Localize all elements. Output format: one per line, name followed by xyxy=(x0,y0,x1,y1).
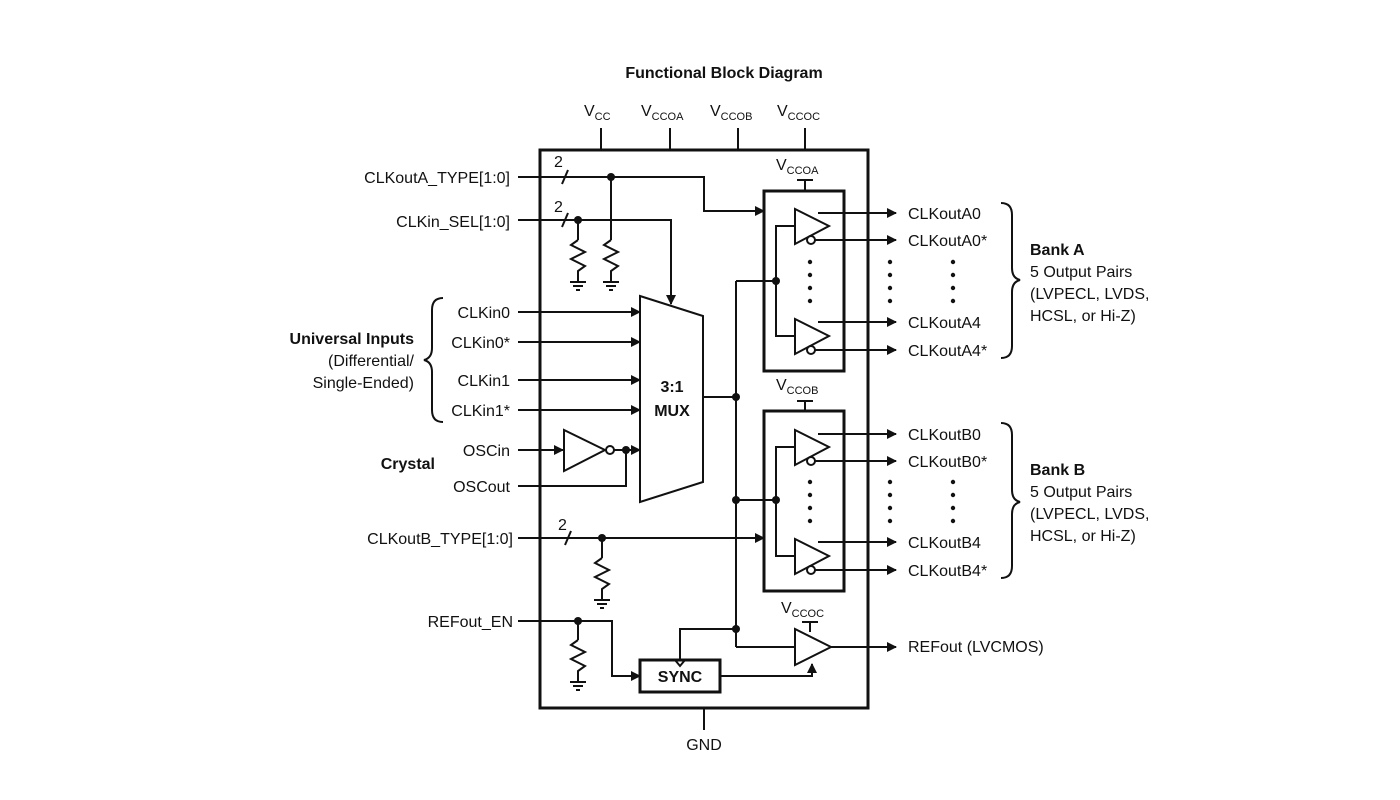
clkout-a0-label: CLKoutA0 xyxy=(908,206,981,223)
bus-slash-sel xyxy=(561,212,569,228)
bank-a-buffer-0-bubble xyxy=(806,235,816,245)
bank-b-supply-label: VCCOB xyxy=(776,377,818,397)
bank-b-title: Bank B xyxy=(1030,462,1085,479)
sync-label: SYNC xyxy=(658,669,703,686)
junction-trunk-mux xyxy=(732,393,740,401)
clkin0-label: CLKin0 xyxy=(458,305,511,322)
gnd-label: GND xyxy=(686,737,722,754)
clkin-sel-wire xyxy=(518,219,676,305)
bank-a-supply-tee xyxy=(797,179,813,191)
clkout-a4-label: CLKoutA4 xyxy=(908,315,981,332)
clkout-b4-label: CLKoutB4 xyxy=(908,535,981,552)
bank-a-brace xyxy=(1000,202,1021,359)
junction-trunk-b xyxy=(732,496,740,504)
bus-slash-b xyxy=(564,530,572,546)
clkin-sel-label: CLKin_SEL[1:0] xyxy=(396,214,510,231)
refout-supply-label: VCCOC xyxy=(781,600,824,620)
refout-buffer xyxy=(794,627,834,667)
trunk-to-sync-wire xyxy=(679,628,736,660)
bank-b-line3: HCSL, or Hi-Z) xyxy=(1030,528,1136,545)
sync-clock-input xyxy=(674,659,686,668)
bank-b-buffer-0-bubble xyxy=(806,456,816,466)
bank-a-buffer-4 xyxy=(794,317,832,356)
bus-slash-a xyxy=(561,169,569,185)
clkin1-label: CLKin1 xyxy=(458,373,511,390)
clkin1-n-label: CLKin1* xyxy=(451,403,510,420)
clkout-a0-n-label: CLKoutA0* xyxy=(908,233,987,250)
bank-a-internal-wire xyxy=(775,225,795,337)
clkout-b4-n-label: CLKoutB4* xyxy=(908,563,987,580)
bank-b-ellipsis xyxy=(807,479,813,524)
diagram-title: Functional Block Diagram xyxy=(625,65,822,82)
universal-inputs-brace xyxy=(423,297,444,423)
bank-a-supply-label: VCCOA xyxy=(776,157,819,177)
refout-en-label: REFout_EN xyxy=(428,614,513,631)
bank-a-output-ellipsis xyxy=(887,259,956,304)
vccoa-label: VCCOA xyxy=(641,103,684,123)
pulldown-resistor-b-type xyxy=(592,557,612,609)
vcc-label: VCC xyxy=(584,103,611,123)
bus-width-sel: 2 xyxy=(554,199,563,216)
clkout-b0-n-label: CLKoutB0* xyxy=(908,454,987,471)
mux-3-1 xyxy=(639,294,704,504)
universal-inputs-line3: Single-Ended) xyxy=(313,375,414,392)
bank-a-line1: 5 Output Pairs xyxy=(1030,264,1132,281)
oscout-wire xyxy=(518,450,627,487)
universal-inputs-line2: (Differential/ xyxy=(328,353,415,370)
clkout-b0-label: CLKoutB0 xyxy=(908,427,981,444)
bank-b-line1: 5 Output Pairs xyxy=(1030,484,1132,501)
bank-a-buffer-4-bubble xyxy=(806,345,816,355)
mux-label-name: MUX xyxy=(654,403,690,420)
sync-to-refbuf-wire xyxy=(720,663,817,677)
bank-b-buffer-4 xyxy=(794,537,832,576)
refout-label: REFout (LVCMOS) xyxy=(908,639,1044,656)
osc-inverter-bubble xyxy=(605,445,615,455)
pulldown-resistor-a-type xyxy=(601,239,621,291)
bank-b-brace xyxy=(1000,422,1021,579)
supply-pins: VCC VCCOA VCCOB VCCOC xyxy=(584,103,820,150)
universal-inputs-title: Universal Inputs xyxy=(290,331,415,348)
crystal-label: Crystal xyxy=(381,456,435,473)
clkout-b-type-label: CLKoutB_TYPE[1:0] xyxy=(367,531,513,548)
bank-a-title: Bank A xyxy=(1030,242,1085,259)
bank-b-supply-tee xyxy=(797,400,813,411)
bank-b-output-ellipsis xyxy=(887,479,956,524)
pulldown-resistor-refout-en xyxy=(568,639,588,691)
refout-en-wire xyxy=(518,620,641,681)
clkout-a4-n-label: CLKoutA4* xyxy=(908,343,987,360)
bank-b-internal-wire xyxy=(775,446,795,557)
refout-supply-tee xyxy=(802,621,818,632)
bus-width-b: 2 xyxy=(558,517,567,534)
osc-inverter xyxy=(563,428,608,473)
vccob-label: VCCOB xyxy=(710,103,752,123)
bank-b-line2: (LVPECL, LVDS, xyxy=(1030,506,1149,523)
mux-label-ratio: 3:1 xyxy=(660,379,683,396)
oscin-label: OSCin xyxy=(463,443,510,460)
bank-b-buffer-0 xyxy=(794,428,832,467)
bank-a-ellipsis xyxy=(807,259,813,304)
oscout-label: OSCout xyxy=(453,479,510,496)
bank-a-line2: (LVPECL, LVDS, xyxy=(1030,286,1149,303)
bank-a-buffer-0 xyxy=(794,207,832,246)
clkin0-n-label: CLKin0* xyxy=(451,335,510,352)
bus-width-a: 2 xyxy=(554,154,563,171)
bank-b-buffer-4-bubble xyxy=(806,565,816,575)
pulldown-resistor-sel xyxy=(568,239,588,291)
bank-a-line3: HCSL, or Hi-Z) xyxy=(1030,308,1136,325)
clkout-a-type-label: CLKoutA_TYPE[1:0] xyxy=(364,170,510,187)
vccoc-label: VCCOC xyxy=(777,103,820,123)
